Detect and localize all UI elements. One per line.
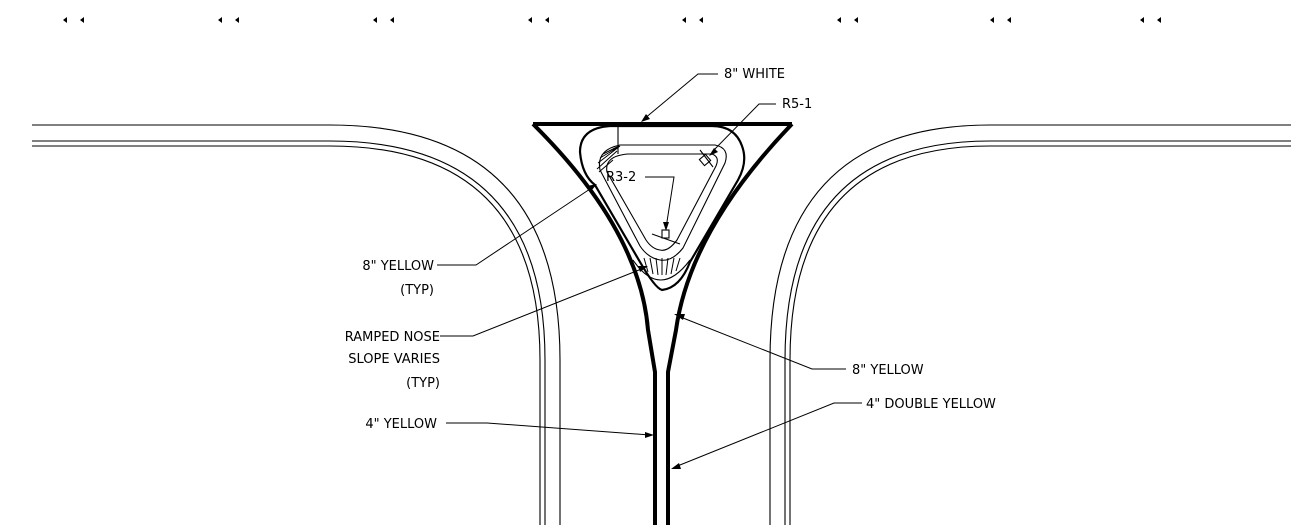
leader-4in-double-yellow (671, 402, 862, 469)
channelizing-island-outer (531, 122, 794, 525)
left-curb-line (32, 124, 561, 525)
label-typ-2: (TYP) (406, 376, 440, 391)
right-curb-line (769, 124, 1291, 525)
leader-4in-yellow (446, 422, 654, 438)
label-4in-double-yellow: 4" DOUBLE YELLOW (866, 397, 996, 412)
label-r3-2: R3-2 (606, 170, 636, 185)
top-tick-marks (63, 17, 1161, 23)
sign-r3-2 (651, 229, 681, 245)
sign-r5-1 (698, 149, 714, 168)
ramped-nose-hatch (596, 145, 681, 276)
label-4in-yellow: 4" YELLOW (365, 417, 437, 432)
leader-r3-2 (645, 176, 675, 231)
leader-ramped-nose (440, 266, 648, 337)
leader-r5-1 (709, 103, 776, 156)
label-8in-yellow: 8" YELLOW (852, 363, 924, 378)
label-typ-1: (TYP) (400, 283, 434, 298)
leader-8in-yellow (674, 314, 846, 370)
label-r5-1: R5-1 (782, 97, 812, 112)
label-ramped-nose: RAMPED NOSE (345, 330, 440, 345)
label-slope-varies: SLOPE VARIES (348, 352, 440, 367)
label-8in-white: 8" WHITE (724, 67, 785, 82)
leader-8in-yellow-typ (437, 184, 597, 266)
leader-8in-white (641, 73, 718, 122)
label-8in-yellow-typ: 8" YELLOW (362, 259, 434, 274)
